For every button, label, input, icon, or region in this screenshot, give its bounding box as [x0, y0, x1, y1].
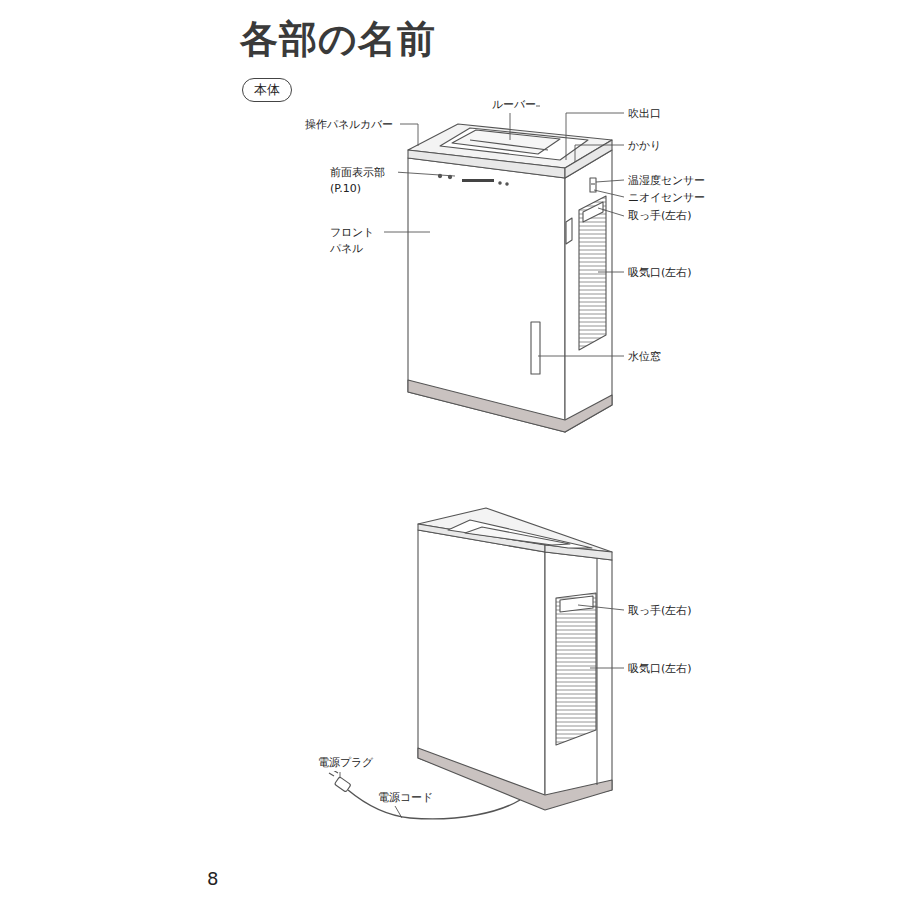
part-label: 吸気口(左右): [628, 265, 692, 281]
part-label: 取っ手(左右): [628, 208, 692, 224]
part-label: フロント パネル: [330, 225, 384, 257]
section-tag-text: 本体: [253, 81, 281, 99]
part-label: ニオイセンサー: [628, 190, 705, 206]
page-number: 8: [207, 866, 218, 892]
part-label: ルーバー: [492, 97, 536, 113]
part-label: 取っ手(左右): [628, 603, 692, 619]
part-label: かかり: [628, 138, 661, 154]
part-label: 水位窓: [628, 349, 661, 365]
unit-rear-view: [329, 508, 612, 819]
page-title: 各部の名前: [240, 14, 436, 65]
section-tag: 本体: [242, 78, 292, 102]
part-label: 操作パネルカバー: [305, 117, 393, 133]
part-label: 電源プラグ: [318, 755, 373, 771]
part-label: 前面表示部 (P.10): [330, 165, 398, 197]
unit-front-view: [408, 124, 612, 432]
part-label: 吹出口: [628, 106, 661, 122]
leader-lines: [340, 106, 624, 818]
part-label: 吸気口(左右): [628, 661, 692, 677]
part-label: 温湿度センサー: [628, 173, 705, 189]
part-label: 電源コード: [378, 790, 433, 806]
